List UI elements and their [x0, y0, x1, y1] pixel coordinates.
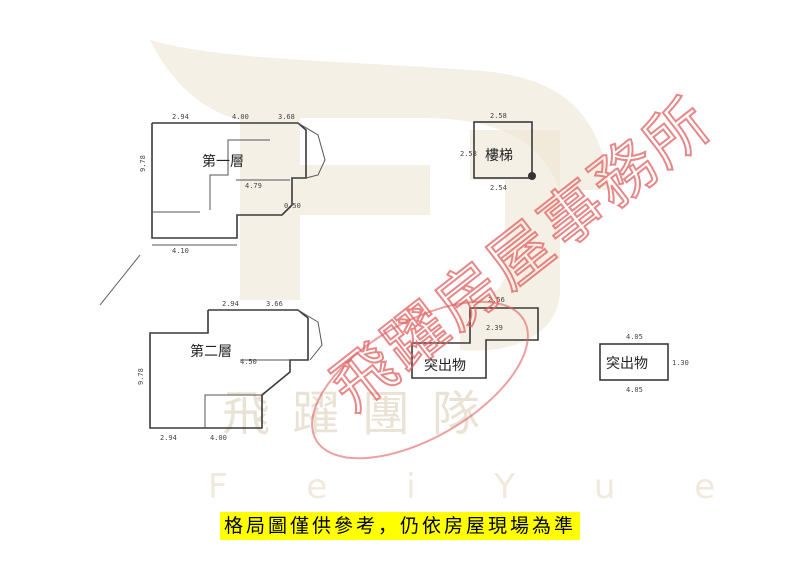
svg-text:2.56: 2.56 [488, 296, 505, 304]
first-floor-label: 第一層 [202, 153, 244, 170]
svg-text:3.66: 3.66 [266, 300, 283, 308]
svg-text:1.30: 1.30 [672, 359, 689, 367]
projection-2-label: 突出物 [606, 356, 648, 372]
disclaimer-caption: 格局圖僅供參考，仍依房屋現場為準 [219, 512, 580, 540]
svg-text:2.54: 2.54 [490, 184, 507, 192]
svg-text:4.10: 4.10 [172, 247, 189, 255]
watermark-logo-icon [150, 40, 610, 351]
svg-text:2.94: 2.94 [160, 434, 177, 442]
stairs-plan: 樓梯 2.58 2.54 2.58 [460, 112, 536, 192]
watermark-chinese: 飛躍團隊 [222, 386, 502, 442]
watermark-latin: F e i Y u e [208, 467, 749, 500]
first-floor-plan: 第一層 2.94 4.00 3.68 9.78 4.79 0.50 4.10 [99, 113, 326, 306]
svg-text:9.78: 9.78 [139, 155, 147, 172]
second-floor-plan: 第二層 2.94 3.66 9.78 2.94 4.00 4.50 [137, 300, 323, 442]
floor-plan-diagram: 飛躍團隊 F e i Y u e 第一層 2.94 4.00 3.68 9.78… [99, 40, 749, 500]
svg-text:2.94: 2.94 [172, 113, 189, 121]
svg-text:2.94: 2.94 [222, 300, 239, 308]
stairs-label: 樓梯 [485, 148, 513, 164]
svg-text:0.50: 0.50 [284, 202, 301, 210]
projection-1-label: 突出物 [424, 358, 466, 374]
svg-text:4.50: 4.50 [240, 358, 257, 366]
projection-1-plan: 突出物 2.56 2.39 [411, 296, 539, 379]
projection-2-plan: 突出物 4.05 4.05 1.30 [599, 333, 689, 394]
svg-text:4.79: 4.79 [245, 182, 262, 190]
second-floor-label: 第二層 [190, 343, 232, 360]
svg-text:4.00: 4.00 [232, 113, 249, 121]
svg-text:4.00: 4.00 [210, 434, 227, 442]
svg-text:2.58: 2.58 [490, 112, 507, 120]
svg-text:4.05: 4.05 [626, 386, 643, 394]
svg-text:3.68: 3.68 [278, 113, 295, 121]
svg-text:4.05: 4.05 [626, 333, 643, 341]
caption-container: 格局圖僅供參考，仍依房屋現場為準 [0, 512, 800, 540]
svg-text:2.39: 2.39 [486, 324, 503, 332]
svg-text:2.58: 2.58 [460, 150, 477, 158]
svg-text:9.78: 9.78 [137, 368, 145, 385]
